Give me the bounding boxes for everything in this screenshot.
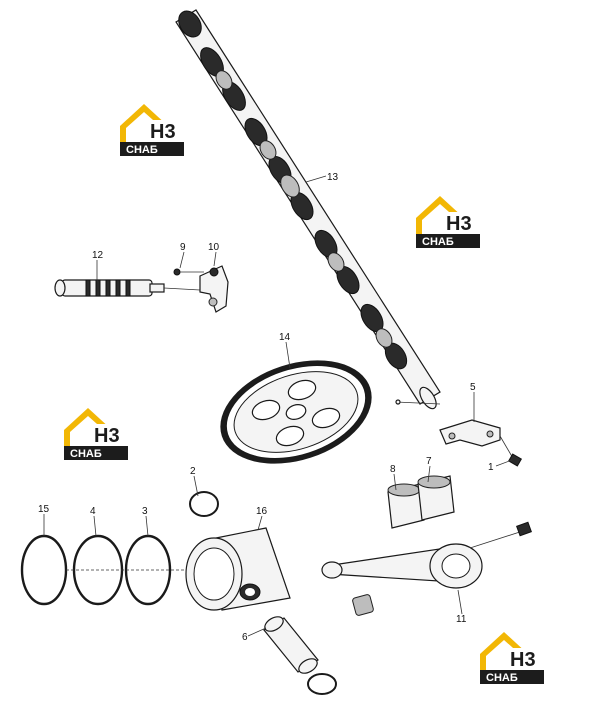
callout-14: 14 — [279, 332, 291, 343]
gear — [220, 360, 372, 464]
callout-5: 5 — [470, 382, 476, 393]
svg-text:H3: H3 — [94, 425, 120, 447]
callout-12: 12 — [92, 250, 104, 261]
callout-10: 10 — [208, 242, 220, 253]
callout-8: 8 — [390, 464, 396, 475]
callout-1: 1 — [488, 462, 494, 473]
svg-text:H3: H3 — [510, 649, 536, 671]
callout-7: 7 — [426, 456, 432, 467]
svg-text:H3: H3 — [446, 213, 472, 235]
camshaft — [175, 9, 441, 410]
watermark-logo: H3 СНАБ — [64, 408, 128, 460]
watermark-logo: H3 СНАБ — [120, 104, 184, 156]
callout-13: 13 — [327, 172, 339, 183]
plate-bolt — [499, 435, 523, 467]
svg-text:СНАБ: СНАБ — [70, 448, 102, 460]
callout-4: 4 — [90, 506, 96, 517]
piston — [185, 527, 291, 611]
callout-6: 6 — [242, 632, 248, 643]
leader-lines — [43, 175, 513, 637]
callout-15: 15 — [38, 504, 50, 515]
clamp-bolt — [173, 268, 204, 276]
injector-clamp — [199, 265, 229, 313]
svg-text:СНАБ: СНАБ — [486, 672, 518, 684]
piston-pin — [263, 616, 319, 674]
callout-11: 11 — [456, 614, 467, 625]
callout-2: 2 — [190, 466, 196, 477]
injector — [54, 279, 201, 297]
callout-16: 16 — [256, 506, 268, 517]
connecting-rod — [321, 521, 532, 616]
svg-text:СНАБ: СНАБ — [126, 144, 158, 156]
watermark-logo: H3 СНАБ — [480, 632, 544, 684]
watermark-logo: H3 СНАБ — [416, 196, 480, 248]
svg-text:СНАБ: СНАБ — [422, 236, 454, 248]
callout-3: 3 — [142, 506, 148, 517]
bearing-shells — [387, 475, 455, 529]
svg-text:H3: H3 — [150, 121, 176, 143]
callout-9: 9 — [180, 242, 186, 253]
thrust-plate — [395, 399, 501, 447]
snap-ring — [189, 491, 337, 695]
